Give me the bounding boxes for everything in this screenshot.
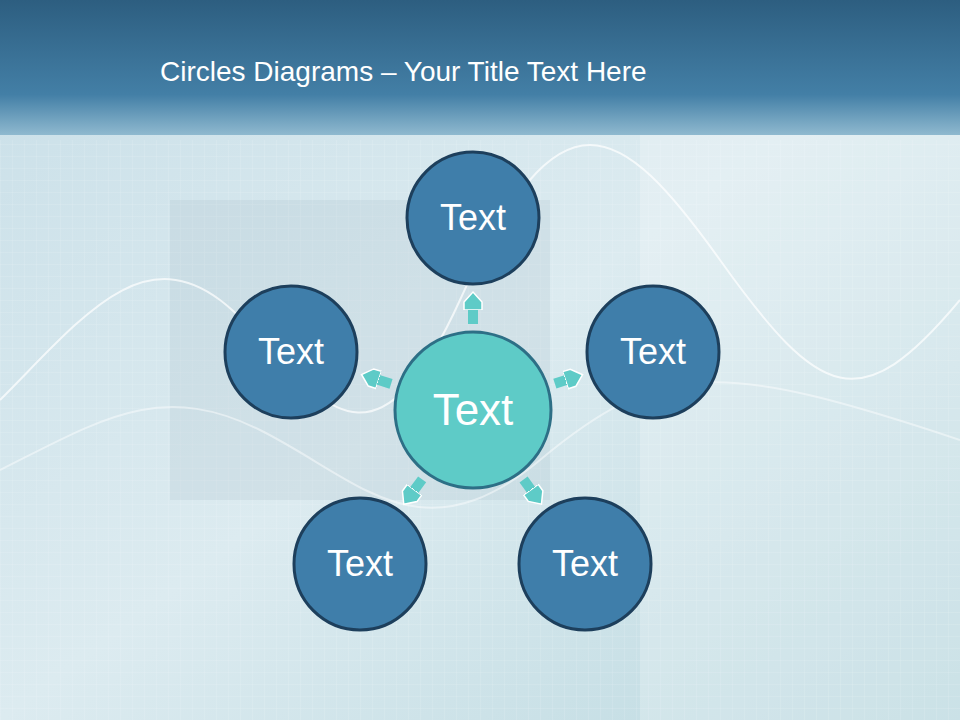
circle-fill: [395, 332, 551, 488]
node-text: Text: [552, 543, 618, 585]
circle-fill: [225, 286, 357, 418]
circle-fill: [519, 498, 651, 630]
outer-circle: Text: [405, 150, 541, 286]
arrow-connector: [412, 479, 422, 493]
circle-fill: [587, 286, 719, 418]
circle-fill: [294, 498, 426, 630]
arrow-connector: [555, 379, 569, 384]
outer-circle: Text: [585, 284, 721, 420]
node-text: Text: [258, 331, 324, 373]
arrow-connector: [375, 379, 391, 384]
outer-circle: Text: [223, 284, 359, 420]
center-circle: Text: [393, 330, 553, 490]
arrow-connector: [524, 480, 534, 493]
slide-title: Circles Diagrams – Your Title Text Here: [160, 56, 647, 88]
arrow-connector: [468, 306, 478, 324]
outer-circle: Text: [292, 496, 428, 632]
node-text: Text: [433, 385, 514, 435]
node-text: Text: [327, 543, 393, 585]
header-band: [0, 0, 960, 135]
node-text: Text: [620, 331, 686, 373]
node-text: Text: [440, 197, 506, 239]
circle-fill: [407, 152, 539, 284]
outer-circle: Text: [517, 496, 653, 632]
